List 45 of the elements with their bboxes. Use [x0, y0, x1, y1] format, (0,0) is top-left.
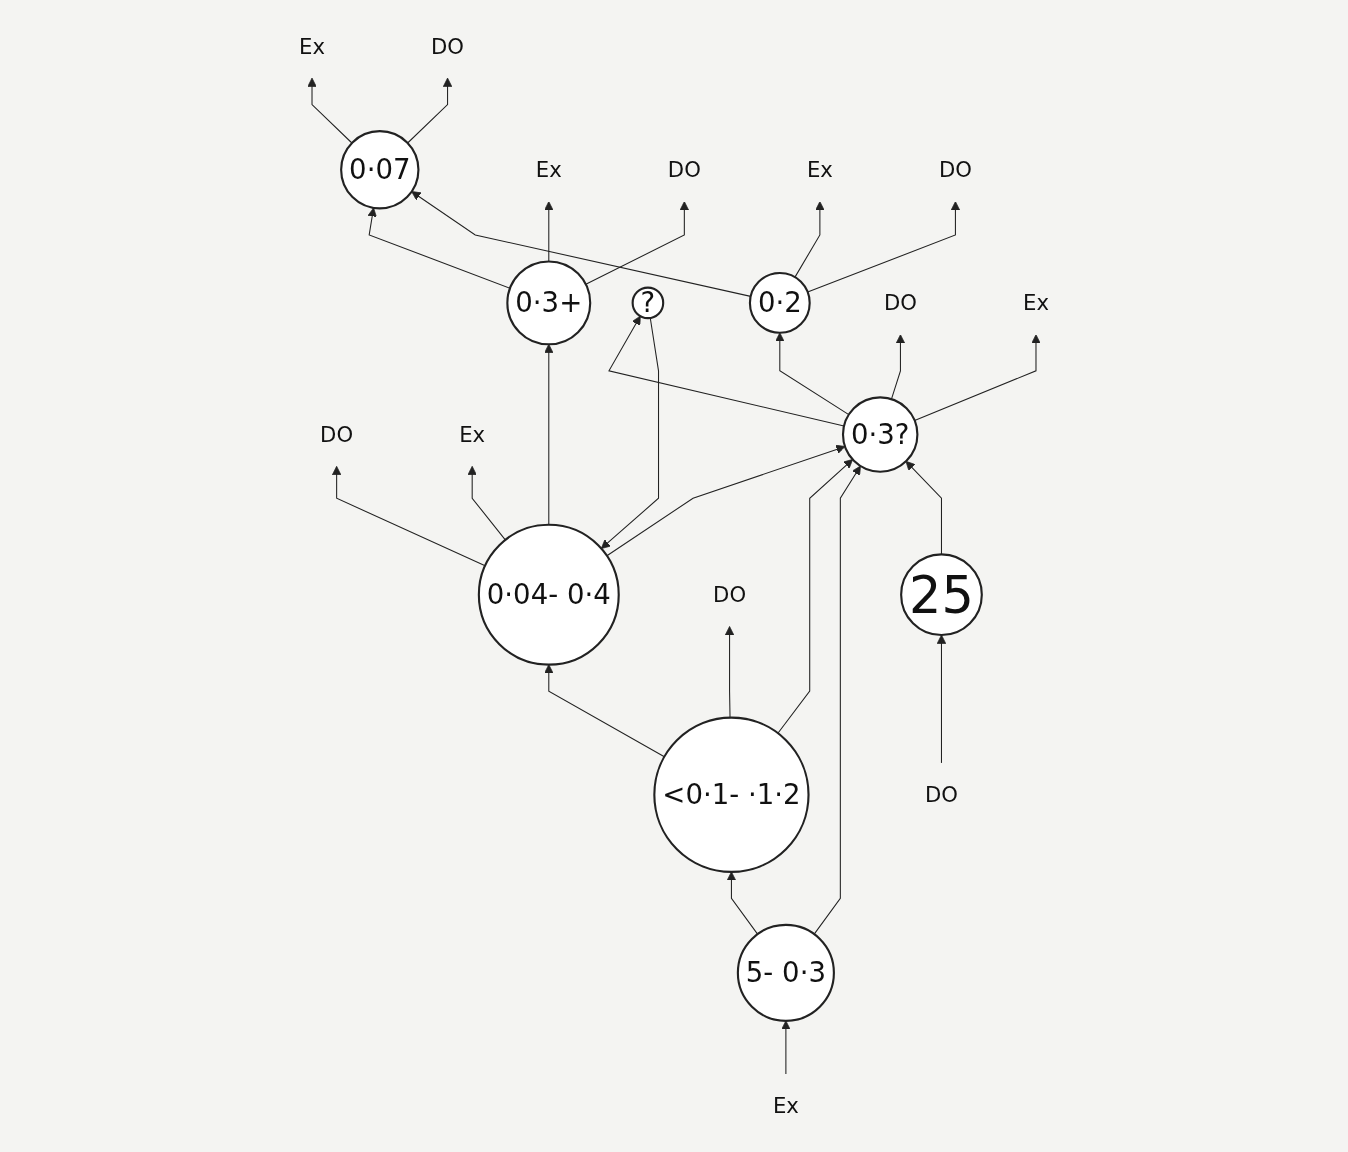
arrow: [781, 1020, 791, 1075]
node-circle: 5- 0·3: [736, 923, 835, 1022]
arrow: [407, 77, 453, 144]
arrow: [544, 201, 554, 262]
node-text: Ex: [772, 1092, 799, 1119]
arrow: [606, 444, 846, 557]
node-text: DO: [883, 290, 917, 316]
arrow: [544, 664, 665, 758]
node-text: Ex: [1023, 290, 1049, 316]
arrow: [600, 317, 660, 549]
node-text: DO: [938, 157, 972, 183]
node-circle: <0·1- ·1·2: [653, 716, 810, 873]
arrow: [794, 201, 825, 278]
arrow: [813, 465, 861, 935]
node-text: DO: [431, 33, 465, 60]
arrow: [936, 634, 947, 764]
arrow: [914, 334, 1041, 421]
node-circle: 0·3?: [841, 396, 919, 473]
arrow: [608, 315, 845, 427]
node-circle: 0·3+: [506, 260, 592, 346]
arrow: [726, 871, 759, 935]
node-circle: 25: [900, 553, 983, 637]
node-text: DO: [667, 157, 701, 183]
arrow: [807, 201, 961, 293]
node-text: Ex: [806, 157, 833, 183]
node-circle: ?: [631, 286, 665, 320]
arrow: [890, 334, 906, 400]
node-text: DO: [924, 782, 958, 808]
node-circle: 0·07: [340, 130, 420, 210]
node-text: Ex: [535, 157, 562, 183]
node-text: Ex: [459, 421, 486, 448]
node-text: DO: [320, 421, 354, 448]
arrow: [905, 460, 942, 555]
arrow: [307, 77, 353, 144]
node-circle: 0·2: [748, 271, 811, 334]
arrow: [367, 207, 511, 289]
arrow: [775, 332, 850, 416]
node-text: DO: [713, 581, 747, 608]
arrow: [777, 459, 854, 734]
node-circle: 0·04- 0·4: [477, 523, 620, 666]
arrow: [331, 465, 486, 567]
arrow: [724, 626, 735, 719]
node-text: Ex: [299, 33, 325, 60]
arrow: [467, 465, 506, 541]
arrow: [585, 201, 689, 285]
